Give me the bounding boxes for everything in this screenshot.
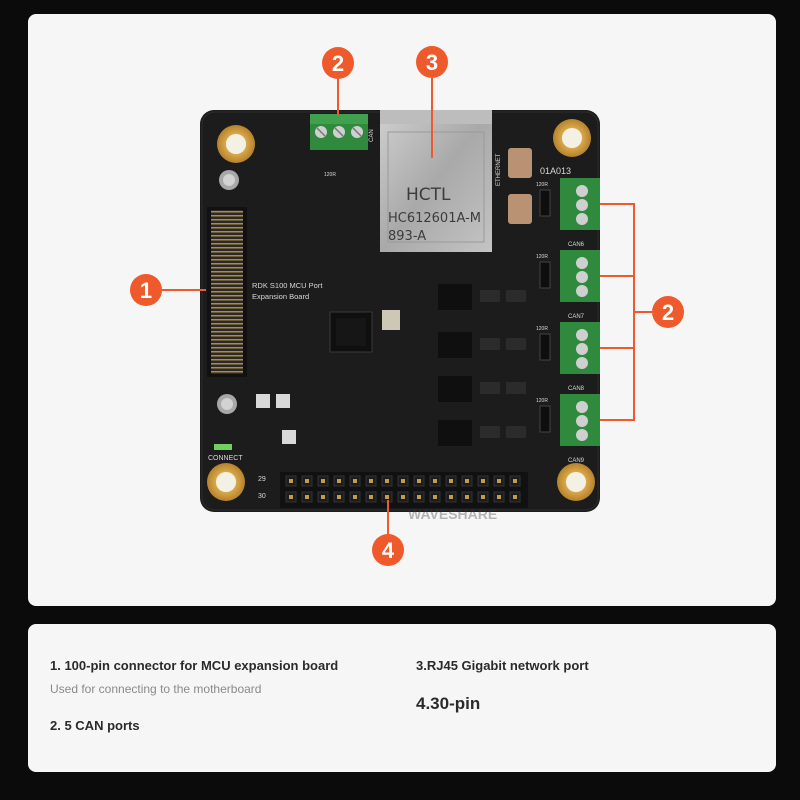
header-pin-tip xyxy=(401,479,405,483)
silk-title-line2: Expansion Board xyxy=(252,292,309,301)
caption-item3-title: 3.RJ45 Gigabit network port xyxy=(416,658,589,673)
resistor-label-top: 120R xyxy=(324,172,336,178)
board-photo-card: CAN HCTL HC612601A-M 893-A ETHERNET 01A0… xyxy=(28,14,776,606)
caption-item4-title: 4.30-pin xyxy=(416,694,481,713)
can8-label: CAN8 xyxy=(568,386,585,392)
can-terminals-right xyxy=(560,178,600,446)
ethernet-label: ETHERNET xyxy=(496,153,502,186)
header-pin-tip xyxy=(481,495,485,499)
caption-card: 1. 100-pin connector for MCU expansion b… xyxy=(28,624,776,772)
svg-text:3: 3 xyxy=(426,50,438,75)
resistor-label-2: 120R xyxy=(536,254,548,260)
header-pin-tip xyxy=(481,479,485,483)
header-pin-tip xyxy=(289,495,293,499)
callout-badge-3: 3 xyxy=(416,46,448,78)
resistor-label-4: 120R xyxy=(536,398,548,404)
can9-label: CAN9 xyxy=(568,458,585,464)
mounting-holes xyxy=(207,119,595,501)
header-pin-tip xyxy=(289,479,293,483)
resistor-label-3: 120R xyxy=(536,326,548,332)
callout-badge-4: 4 xyxy=(372,534,404,566)
header-pin-tip xyxy=(513,479,517,483)
header-pin-tip xyxy=(465,495,469,499)
board-illustration: CAN HCTL HC612601A-M 893-A ETHERNET 01A0… xyxy=(130,46,684,566)
callout-badge-2-top: 2 xyxy=(322,47,354,79)
svg-text:2: 2 xyxy=(662,300,674,325)
rj45-model: HC612601A-M xyxy=(388,211,481,226)
header-pin-tip xyxy=(321,495,325,499)
header-pin-tip xyxy=(513,495,517,499)
rj45-port xyxy=(380,110,492,252)
header-pin-tip xyxy=(353,495,357,499)
caption-item2-title: 2. 5 CAN ports xyxy=(50,718,140,733)
header-pin-tip xyxy=(465,479,469,483)
svg-text:1: 1 xyxy=(140,278,152,303)
100-pin-connector xyxy=(207,207,247,377)
header-pin-tip xyxy=(433,495,437,499)
svg-text:2: 2 xyxy=(332,51,344,76)
watermark: WAVESHARE xyxy=(408,506,497,522)
callout-badge-1: 1 xyxy=(130,274,162,306)
header-pin-tip xyxy=(433,479,437,483)
header-pin-tip xyxy=(337,479,341,483)
header-pin-tip xyxy=(385,479,389,483)
silk-title-line1: RDK S100 MCU Port xyxy=(252,281,323,290)
caption-item1-subtitle: Used for connecting to the motherboard xyxy=(50,682,262,696)
header-pin-tip xyxy=(417,495,421,499)
caption-item1-title: 1. 100-pin connector for MCU expansion b… xyxy=(50,658,339,673)
header-pin-tip xyxy=(337,495,341,499)
header-pin-tip xyxy=(369,479,373,483)
can6-label: CAN6 xyxy=(568,242,585,248)
svg-text:4: 4 xyxy=(382,538,395,563)
header-pin-tip xyxy=(385,495,389,499)
callout-lines xyxy=(160,76,652,536)
resistor-label-1: 120R xyxy=(536,182,548,188)
30-pin-header xyxy=(280,472,528,508)
can7-label: CAN7 xyxy=(568,314,585,320)
can-terminal-top xyxy=(310,114,368,150)
rj45-suffix: 893-A xyxy=(388,229,426,244)
header-label-30: 30 xyxy=(258,493,266,500)
header-pin-tip xyxy=(353,479,357,483)
mcu-chip xyxy=(329,310,400,353)
header-pin-tip xyxy=(449,479,453,483)
header-label-29: 29 xyxy=(258,476,266,483)
header-pin-tip xyxy=(369,495,373,499)
header-pin-tip xyxy=(305,479,309,483)
header-pin-tip xyxy=(401,495,405,499)
header-pin-tip xyxy=(449,495,453,499)
connect-label: CONNECT xyxy=(208,455,243,462)
callout-badge-2-right: 2 xyxy=(652,296,684,328)
rj45-brand: HCTL xyxy=(406,185,451,205)
header-pin-tip xyxy=(305,495,309,499)
board-code: 01A013 xyxy=(540,166,571,176)
header-pin-tip xyxy=(497,479,501,483)
header-pin-tip xyxy=(417,479,421,483)
can-label-top: CAN xyxy=(369,129,375,142)
header-pin-tip xyxy=(321,479,325,483)
header-pin-tip xyxy=(497,495,501,499)
can-transceivers xyxy=(438,284,526,446)
